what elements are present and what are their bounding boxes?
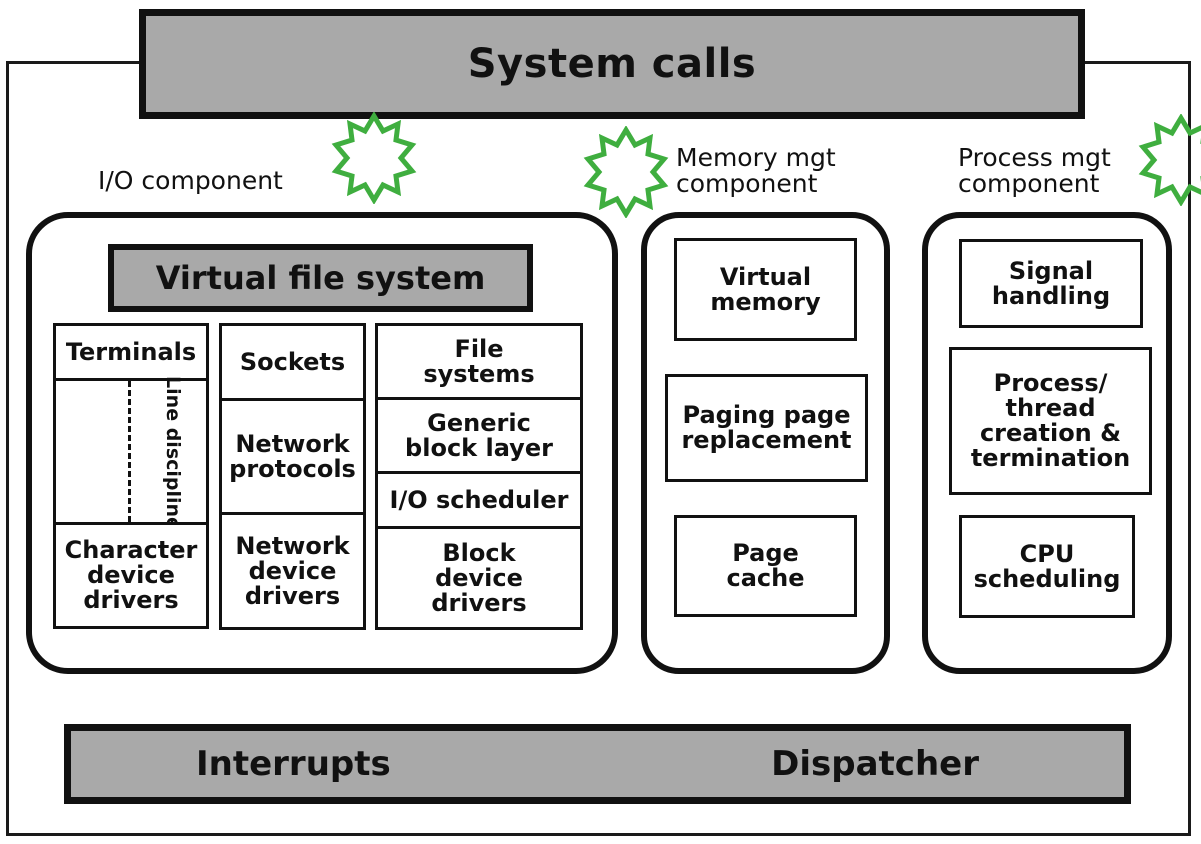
star-burst-shape xyxy=(331,112,417,204)
page-cache-box: Page cache xyxy=(674,515,857,617)
cpu-scheduling-box: CPU scheduling xyxy=(959,515,1135,618)
process-thread-box: Process/ thread creation & termination xyxy=(949,347,1152,495)
terminals-box: Terminals xyxy=(53,323,209,381)
signal-handling-box: Signal handling xyxy=(959,239,1143,328)
star-burst-shape xyxy=(1138,114,1201,206)
io-scheduler-box: I/O scheduler xyxy=(375,471,583,529)
star-burst-icon xyxy=(331,112,417,204)
interrupts-label: Interrupts xyxy=(196,744,391,784)
paging-box: Paging page replacement xyxy=(665,374,868,482)
system-calls-bar: System calls xyxy=(139,9,1085,119)
memory-component-label: Memory mgt component xyxy=(676,143,836,198)
generic-block-layer-box: Generic block layer xyxy=(375,397,583,474)
dispatcher-label: Dispatcher xyxy=(771,744,979,784)
character-device-drivers-box: Character device drivers xyxy=(53,522,209,629)
system-calls-label: System calls xyxy=(467,41,757,87)
network-protocols-box: Network protocols xyxy=(219,398,366,515)
star-burst-icon xyxy=(1138,114,1201,206)
star-burst-shape xyxy=(583,126,669,218)
interrupts-dispatcher-bar: Interrupts Dispatcher xyxy=(64,724,1131,804)
block-device-drivers-box: Block device drivers xyxy=(375,526,583,630)
network-device-drivers-box: Network device drivers xyxy=(219,512,366,630)
process-component-label: Process mgt component xyxy=(958,143,1111,198)
virtual-file-system-bar: Virtual file system xyxy=(108,244,533,312)
line-discipline-label: Line discipline xyxy=(162,375,185,530)
line-discipline-divider xyxy=(128,381,131,522)
sockets-box: Sockets xyxy=(219,323,366,401)
file-systems-box: File systems xyxy=(375,323,583,400)
star-burst-icon xyxy=(583,126,669,218)
virtual-memory-box: Virtual memory xyxy=(674,238,857,341)
io-component-label: I/O component xyxy=(98,166,283,195)
